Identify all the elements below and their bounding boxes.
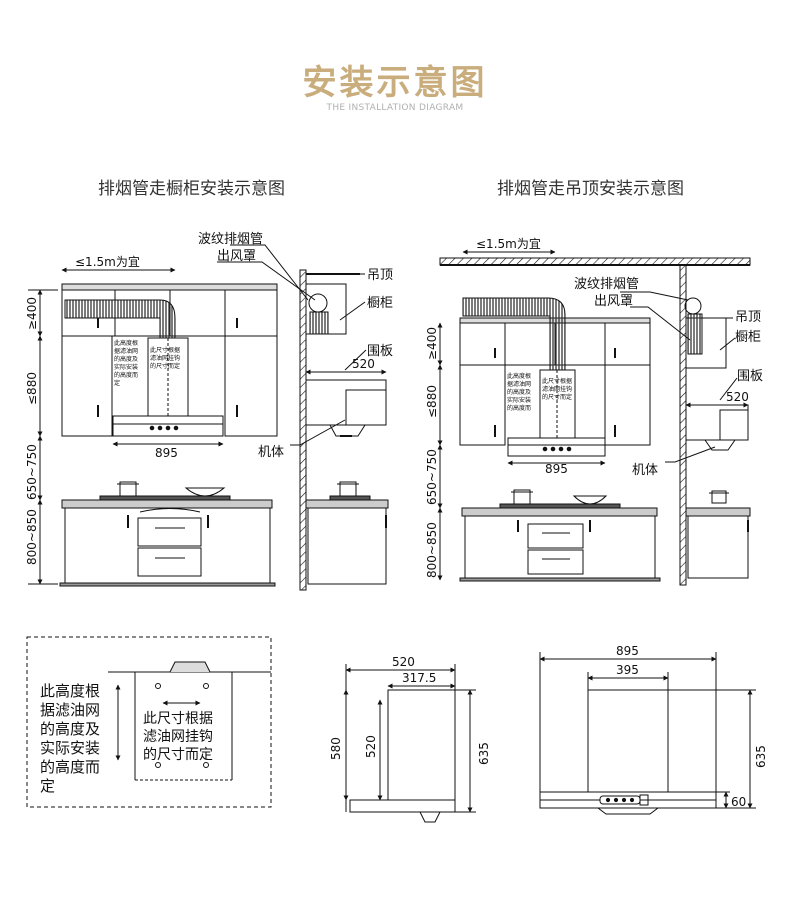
mini-note-line: 此高度根 — [507, 372, 531, 380]
label-duct: 波纹排烟管 — [574, 277, 639, 292]
range-hood — [112, 415, 224, 437]
top-cabinet-band — [61, 283, 278, 291]
ceiling-diagram-title: 排烟管走吊顶安装示意图 — [497, 179, 684, 199]
label-ceiling: 吊顶 — [735, 310, 761, 325]
mini-note-line: 的高度及 — [114, 355, 138, 363]
dim-800-850: 800~850 — [25, 509, 39, 565]
dim-400: ≥400 — [425, 327, 439, 360]
label-panel: 围板 — [367, 344, 393, 359]
dim-395: 395 — [616, 663, 639, 677]
label-body: 机体 — [258, 445, 284, 460]
wall-cabinet-right — [224, 335, 278, 437]
dim-520-vertical: 520 — [364, 735, 378, 758]
detail-size-note: 此尺寸根据 — [143, 711, 213, 727]
mini-note-line: 据滤油网 — [507, 380, 531, 388]
label-cabinet: 橱柜 — [735, 330, 761, 345]
wall-section — [299, 269, 307, 591]
detail-height-note: 的高度及 — [40, 720, 100, 738]
side-view-hood — [349, 799, 456, 813]
label-body: 机体 — [632, 463, 658, 478]
wok-icon — [572, 495, 608, 505]
label-ceiling: 吊顶 — [367, 268, 393, 283]
page-title: 安装示意图 — [302, 63, 488, 103]
dim-895: 895 — [616, 644, 639, 658]
ceiling-route-diagram: 此高度根 据滤油网 的高度及 实际安装 的高度而 此尺寸根据 滤油网挂钩 的尺寸… — [425, 236, 763, 586]
wall-cabinet-left — [61, 335, 113, 437]
mini-note-line: 的高度而 — [507, 404, 531, 412]
dim-880: ≤880 — [25, 372, 39, 405]
label-cabinet: 橱柜 — [367, 296, 393, 311]
side-view-chimney — [387, 689, 456, 801]
width-note: ≤1.5m为宜 — [75, 254, 140, 269]
mini-note-line: 的尺寸而定 — [150, 362, 180, 370]
dim-800-850: 800~850 — [425, 522, 439, 578]
mini-note-line: 此尺寸根据 — [542, 377, 572, 385]
detail-dashed-frame — [26, 636, 272, 808]
dim-520: 520 — [352, 357, 375, 371]
detail-height-note: 的高度而 — [40, 758, 100, 776]
dim-60: 60 — [731, 795, 746, 809]
label-outlet: 出风罩 — [594, 294, 633, 309]
front-view-chimney — [587, 689, 669, 793]
mini-note-line: 的尺寸而定 — [542, 393, 572, 401]
detail-height-note: 据滤油网 — [40, 701, 100, 719]
detail-size-note: 滤油网挂钩 — [143, 729, 213, 745]
mini-note-line: 实际安装 — [507, 396, 531, 404]
dim-580: 580 — [329, 737, 343, 760]
wall-section — [679, 264, 687, 586]
side-view: 520 317.5 580 520 635 — [329, 655, 491, 823]
dim-317-5: 317.5 — [402, 671, 436, 685]
dim-650-750: 650~750 — [425, 449, 439, 505]
mini-note-line: 此高度根 — [114, 339, 138, 347]
label-outlet: 出风罩 — [217, 249, 256, 264]
dim-880: ≤880 — [425, 385, 439, 418]
label-duct: 波纹排烟管 — [198, 232, 263, 247]
mini-note-line: 的高度而 — [114, 371, 138, 379]
cabinet-route-diagram: 此高度根 据滤油网 的高度及 实际安装 的高度而 定 此尺寸根据 滤油网挂钩 的… — [25, 232, 393, 591]
dim-520: 520 — [392, 655, 415, 669]
dim-635: 635 — [754, 745, 768, 768]
page-subtitle: THE INSTALLATION DIAGRAM — [326, 103, 464, 113]
detail-height-note: 实际安装 — [40, 739, 100, 757]
label-panel: 围板 — [737, 369, 763, 384]
mini-note-line: 滤油网挂钩 — [542, 385, 572, 393]
wok-icon — [184, 487, 226, 497]
detail-panel: 此高度根 据滤油网 的高度及 实际安装 的高度而 定 此尺寸根据 滤油网挂钩 的… — [26, 636, 272, 808]
dim-895: 895 — [155, 446, 178, 460]
mini-note-line: 的高度及 — [507, 388, 531, 396]
width-note: ≤1.5m为宜 — [476, 236, 541, 251]
corrugated-duct — [64, 299, 176, 339]
dim-895: 895 — [545, 462, 568, 476]
mini-note-line: 实际安装 — [114, 363, 138, 371]
detail-size-note: 的尺寸而定 — [143, 747, 213, 763]
dim-400: ≥400 — [25, 297, 39, 330]
mini-note-line: 滤油网挂钩 — [150, 354, 180, 362]
dim-635: 635 — [477, 742, 491, 765]
dim-650-750: 650~750 — [25, 444, 39, 500]
range-hood — [507, 437, 606, 457]
corrugated-duct — [462, 297, 566, 371]
mini-note-line: 据滤油网 — [114, 347, 138, 355]
dim-520: 520 — [726, 390, 749, 404]
outlet-cover — [308, 293, 328, 313]
front-view: 895 395 635 60 — [539, 644, 768, 815]
detail-height-note: 定 — [40, 777, 55, 795]
countertop — [61, 499, 273, 509]
detail-height-note: 此高度根 — [40, 682, 100, 700]
mini-note-line: 定 — [114, 379, 120, 387]
cabinet-diagram-title: 排烟管走橱柜安装示意图 — [98, 179, 285, 199]
mini-note-line: 此尺寸根据 — [150, 346, 180, 354]
ceiling-section — [439, 257, 751, 266]
